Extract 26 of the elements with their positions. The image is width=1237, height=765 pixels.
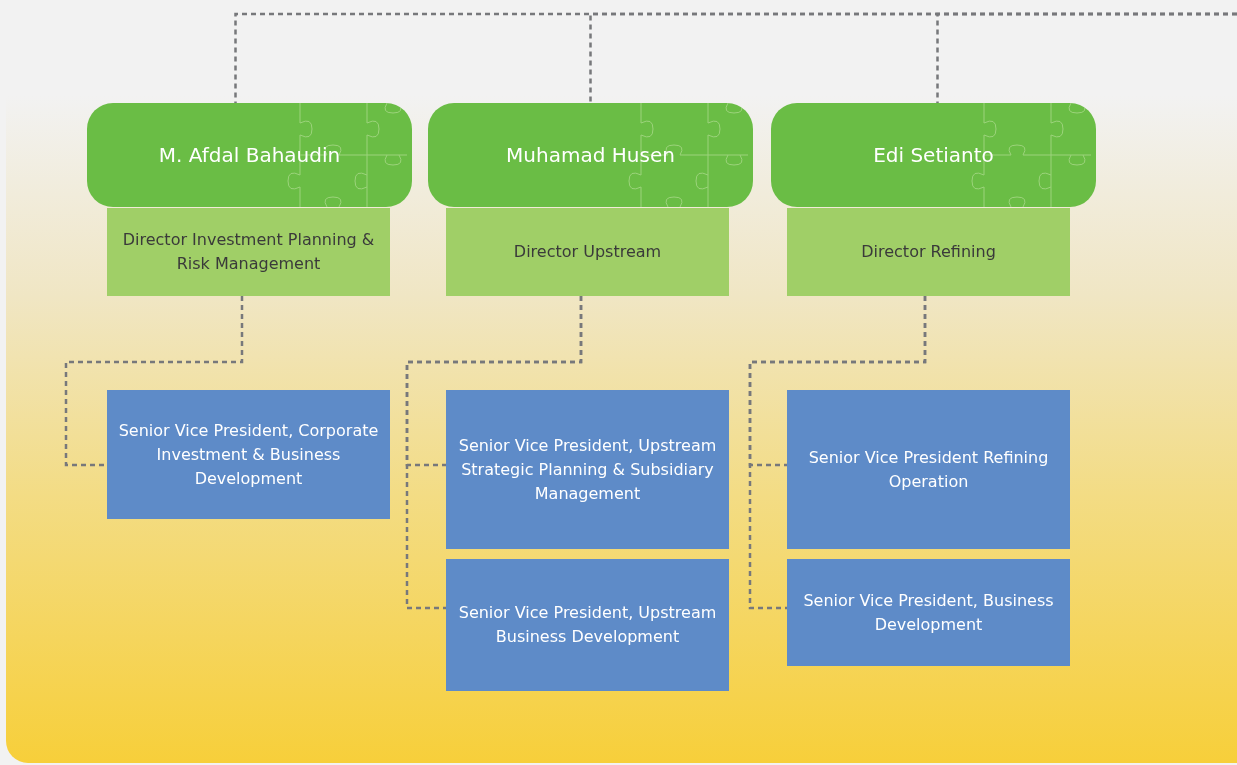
vice-president-box xyxy=(787,559,1070,666)
job-title: Director Investment Planning & Risk Management xyxy=(121,229,376,275)
job-title: Director Refining xyxy=(861,241,996,263)
director-box xyxy=(446,208,729,296)
vice-president-box xyxy=(787,390,1070,549)
person-name: Edi Setianto xyxy=(873,143,994,167)
vice-president-box xyxy=(446,559,729,691)
dashed-connector xyxy=(936,12,1237,103)
director-box xyxy=(107,208,390,296)
job-title: Senior Vice President, Upstream Business Development xyxy=(457,602,718,648)
name-header-box xyxy=(771,103,1096,207)
job-title: Senior Vice President, Corporate Investment & Business Development xyxy=(117,419,380,490)
dashed-connector xyxy=(748,296,927,610)
job-title: Senior Vice President Refining Operation xyxy=(807,446,1050,493)
director-box xyxy=(787,208,1070,296)
vice-president-box xyxy=(446,390,729,549)
job-title: Senior Vice President, Business Development xyxy=(802,589,1055,636)
dashed-connector xyxy=(405,296,583,610)
name-header-box xyxy=(428,103,753,207)
person-name: M. Afdal Bahaudin xyxy=(158,143,341,167)
job-title: Director Upstream xyxy=(513,241,662,263)
name-header-box xyxy=(87,103,412,207)
vice-president-box xyxy=(107,390,390,519)
dashed-connector xyxy=(64,296,244,467)
job-title: Senior Vice President, Upstream Strategic Planning & Subsidiary Management xyxy=(457,434,718,505)
person-name: Muhamad Husen xyxy=(506,143,675,167)
